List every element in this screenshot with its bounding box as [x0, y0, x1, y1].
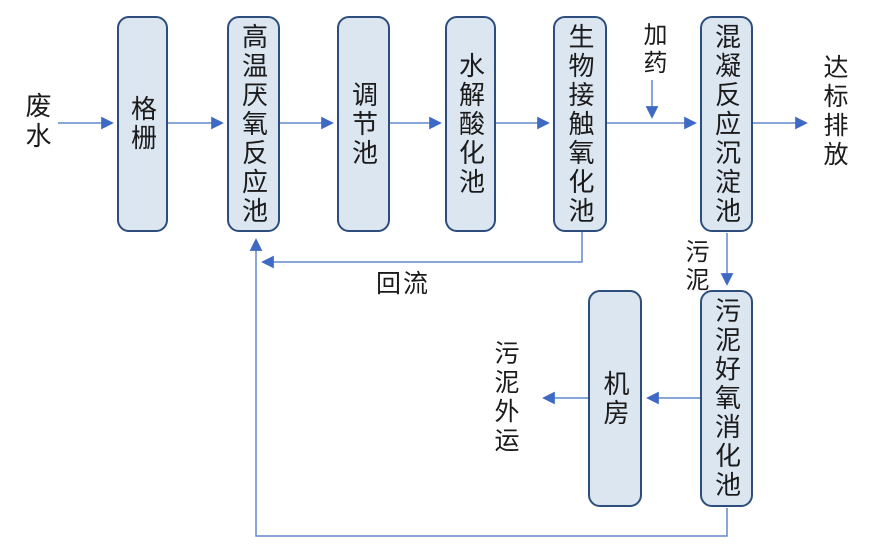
- node-biological-contact-oxidation-tank: 生物接触氧化池: [553, 16, 607, 232]
- influent-label: 废水: [22, 92, 52, 152]
- sludge-out-label: 污泥外运: [491, 340, 519, 456]
- node-regulating-tank: 调节池: [337, 16, 390, 232]
- discharge-label: 达标排放: [820, 54, 848, 170]
- node-anaerobic-reactor: 高温厌氧反应池: [227, 16, 280, 232]
- node-coagulation-sedimentation-tank-label: 混凝反应沉淀池: [711, 22, 742, 226]
- dosing-label: 加药: [639, 22, 666, 78]
- arrow-reflux-return: [261, 232, 583, 269]
- node-regulating-tank-label: 调节池: [348, 80, 379, 168]
- node-coagulation-sedimentation-tank: 混凝反应沉淀池: [700, 16, 753, 232]
- sludge-label: 污泥: [681, 239, 708, 295]
- reflux-label: 回流: [376, 270, 431, 298]
- node-hydrolysis-acidification-tank-label: 水解酸化池: [455, 51, 486, 197]
- node-hydrolysis-acidification-tank: 水解酸化池: [445, 16, 496, 232]
- node-grid: 格栅: [117, 16, 168, 232]
- node-anaerobic-reactor-label: 高温厌氧反应池: [238, 22, 269, 226]
- node-machine-room: 机房: [588, 290, 642, 507]
- node-sludge-aerobic-digestion-tank-label: 污泥好氧消化池: [711, 297, 742, 500]
- node-sludge-aerobic-digestion-tank: 污泥好氧消化池: [700, 290, 753, 507]
- node-biological-contact-oxidation-tank-label: 生物接触氧化池: [565, 22, 595, 226]
- arrow-sludge-recycle-return: [249, 238, 728, 537]
- node-grid-label: 格栅: [127, 95, 158, 153]
- node-machine-room-label: 机房: [600, 369, 630, 428]
